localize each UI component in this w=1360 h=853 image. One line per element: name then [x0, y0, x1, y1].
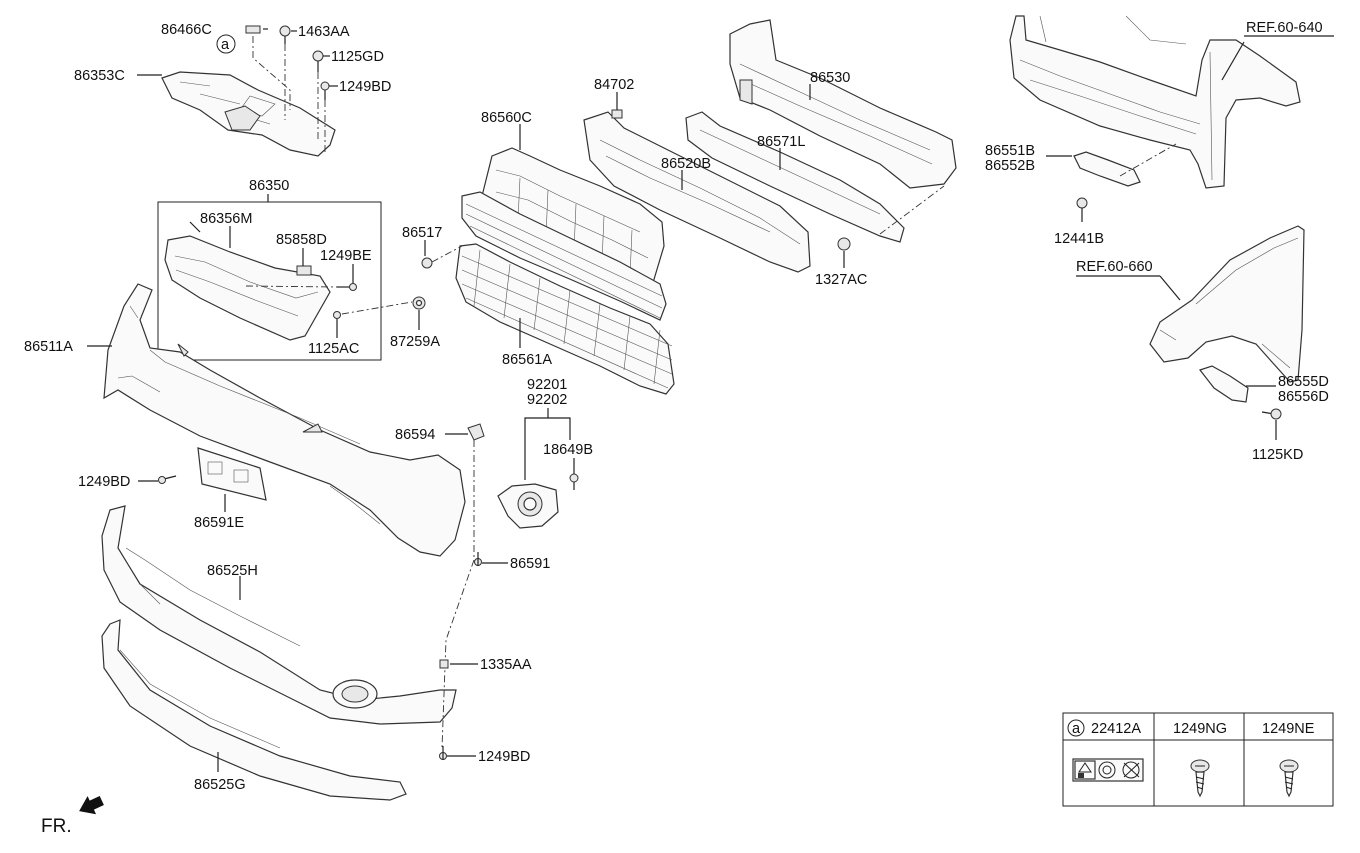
- screw-18649B: [569, 473, 579, 490]
- label-1125KD: 1125KD: [1252, 447, 1303, 463]
- nut-1327AC: [837, 237, 851, 251]
- label-87259A: 87259A: [390, 334, 440, 350]
- grille-86356M: [164, 235, 331, 341]
- label-86525G: 86525G: [194, 777, 246, 793]
- clip-86594: [467, 423, 485, 441]
- label-1463AA: 1463AA: [298, 24, 350, 40]
- lip-86525G: [101, 619, 407, 801]
- energy-absorber-86520B: [583, 111, 811, 273]
- lower-bumper-86525H: [101, 505, 457, 725]
- label-86353C: 86353C: [74, 68, 125, 84]
- grille-upper-86560C-mesh: [461, 191, 667, 321]
- clip-85858D: [296, 265, 312, 276]
- ref-60-660: REF.60-660: [1076, 259, 1153, 275]
- label-1249BD-bottom: 1249BD: [478, 749, 530, 765]
- license-bracket-86591E: [197, 447, 267, 501]
- clip-86466C: [245, 25, 261, 34]
- screw-1463AA: [279, 25, 291, 44]
- label-86552B: 86552B: [985, 158, 1035, 174]
- label-86525H: 86525H: [207, 563, 258, 579]
- label-fr: FR.: [41, 816, 72, 837]
- label-86356M: 86356M: [200, 211, 252, 227]
- label-86555D: 86555D: [1278, 374, 1329, 390]
- circle-a-ref: a: [221, 37, 230, 53]
- label-18649B: 18649B: [543, 442, 593, 458]
- nut-1335AA: [439, 659, 449, 669]
- label-86594: 86594: [395, 427, 435, 443]
- screw-1249BE: [337, 283, 357, 291]
- label-86561A: 86561A: [502, 352, 552, 368]
- label-86556D: 86556D: [1278, 389, 1329, 405]
- label-86511A: 86511A: [24, 339, 73, 355]
- label-86591: 86591: [510, 556, 550, 572]
- label-86571L: 86571L: [757, 134, 805, 150]
- nut-87259A: [412, 296, 426, 310]
- label-1335AA: 1335AA: [480, 657, 532, 673]
- label-92202: 92202: [527, 392, 567, 408]
- clip-86517: [421, 257, 433, 269]
- bracket-86571L: [685, 111, 905, 243]
- bolt-1125KD: [1261, 408, 1282, 420]
- label-86520B: 86520B: [661, 156, 711, 172]
- front-carrier-ref: [1009, 15, 1301, 189]
- label-86530: 86530: [810, 70, 850, 86]
- front-direction-indicator: FR.: [41, 795, 104, 837]
- legend-table: a 22412A 1249NG 1249NE: [1062, 712, 1334, 807]
- nut-1125AC: [333, 311, 341, 319]
- fog-lamp-92201: [497, 483, 559, 529]
- bumper-cover-86511A: [103, 283, 466, 557]
- front-arrow-icon: [79, 795, 104, 815]
- fender-ref: [1149, 225, 1305, 383]
- beam-86530: [729, 19, 957, 189]
- label-85858D: 85858D: [276, 232, 327, 248]
- bracket-86555D: [1199, 365, 1249, 403]
- label-86517: 86517: [402, 225, 442, 241]
- label-86466C: 86466C: [161, 22, 212, 38]
- label-1125GD: 1125GD: [331, 49, 384, 65]
- legend-col-22412A: 22412A: [1091, 721, 1141, 737]
- label-1327AC: 1327AC: [815, 272, 867, 288]
- label-86551B: 86551B: [985, 143, 1035, 159]
- label-86591E: 86591E: [194, 515, 244, 531]
- screw-1249BD-left: [158, 475, 177, 484]
- screw-86591: [474, 552, 482, 566]
- label-1249BE: 1249BE: [320, 248, 372, 264]
- clip-84702: [611, 109, 623, 119]
- legend-circle-a: a: [1072, 721, 1081, 737]
- under-cover-86353C: [161, 71, 336, 157]
- screw-1249NE-icon: [1279, 759, 1299, 798]
- screw-1249BD-bottom: [439, 746, 447, 760]
- warning-label-icon: [1072, 758, 1144, 782]
- label-86350: 86350: [249, 178, 289, 194]
- label-86560C: 86560C: [481, 110, 532, 126]
- label-12441B: 12441B: [1054, 231, 1104, 247]
- screw-1249NG-icon: [1190, 759, 1210, 798]
- bolt-1249BD-top: [320, 81, 330, 100]
- legend-col-1249NE: 1249NE: [1262, 721, 1315, 737]
- label-1249BD-left: 1249BD: [78, 474, 130, 490]
- label-84702: 84702: [594, 77, 634, 93]
- label-1249BD-top: 1249BD: [339, 79, 391, 95]
- bolt-1125GD: [312, 50, 324, 72]
- label-1125AC: 1125AC: [308, 341, 359, 357]
- label-92201: 92201: [527, 377, 567, 393]
- grille-assembly-box: [157, 201, 382, 361]
- bracket-86551B: [1073, 151, 1141, 187]
- legend-col-1249NG: 1249NG: [1173, 721, 1227, 737]
- ref-60-640: REF.60-640: [1246, 20, 1323, 36]
- bolt-12441B: [1076, 197, 1088, 222]
- grille-mesh-86561A: [455, 243, 675, 395]
